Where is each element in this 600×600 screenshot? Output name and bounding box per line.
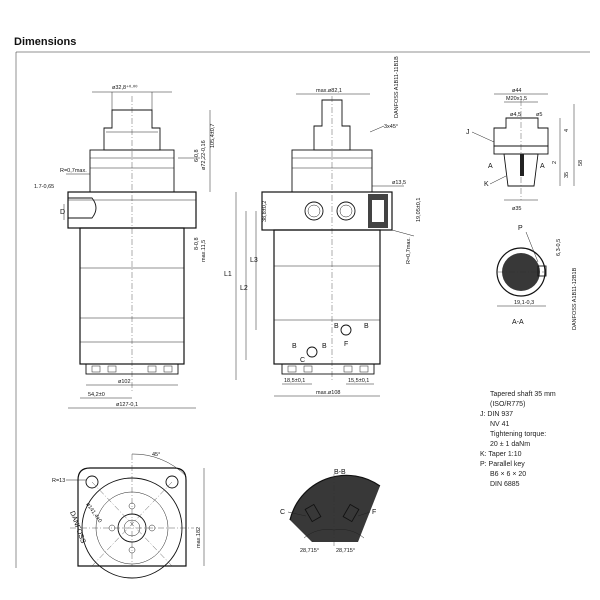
front-bottom-dim-1: ø102 — [118, 379, 131, 385]
section-bb-label: B-B — [334, 469, 346, 476]
shaft-dim-dia45: ø4,5 — [510, 112, 521, 118]
front-bottom-dim-3: ø127-0,1 — [116, 402, 138, 408]
shaft-dim-dia5: ø5 — [536, 112, 542, 118]
page-title: Dimensions — [14, 36, 77, 48]
shaft-detail-view: ø44 M20x1,5 ø4,5 ø5 ø35 J K A A 4 35 58 … — [466, 88, 584, 330]
side-port-f: F — [344, 341, 348, 348]
shaft-bottom-dim: ø35 — [512, 206, 521, 212]
front-dim-right-3: 105,4±0,7 — [210, 124, 216, 148]
front-fillet-radius: R=0,7max. — [60, 168, 87, 174]
shaft-right-dim-2: 2 — [552, 161, 558, 164]
side-right-dim-2: R=0,7max. — [406, 237, 412, 264]
shaft-right-dim-4: 4 — [564, 129, 570, 132]
shaft-dim-dia44: ø44 — [512, 88, 521, 94]
section-aa-label: A-A — [512, 319, 524, 326]
front-tolerance-left: 1.7-0,65 — [34, 184, 54, 190]
front-dim-right-1: 6-0,8 — [194, 149, 200, 162]
spec-line-10: DIN 6885 — [490, 481, 520, 488]
flange-view: 45° R=13 ø141,4±0 DANFOSS max.182 — [52, 452, 205, 579]
side-left-dim-l1: L1 — [224, 271, 232, 278]
flange-side-dim: max.182 — [196, 527, 202, 548]
side-left-dim-1: 38,8±0,2 — [262, 201, 268, 222]
side-bottom-dim-3: max.ø108 — [316, 390, 340, 396]
shaft-key-dim-width: 19,1-0,3 — [514, 300, 534, 306]
side-port-b1: B — [334, 323, 339, 330]
shaft-label-k: K — [484, 181, 489, 188]
front-d-label: D — [60, 209, 65, 216]
side-left-dim-l2: L2 — [240, 285, 248, 292]
spec-line-2: (ISO/R775) — [490, 401, 525, 408]
shaft-marker-a-right: A — [540, 163, 545, 170]
front-dim-right-4: 8-0,8 — [194, 237, 200, 250]
side-stamp: DANFOSS A1B11-11B1B — [394, 56, 400, 118]
spec-line-7: K: Taper 1:10 — [480, 451, 522, 458]
shaft-right-dim-35: 35 — [564, 172, 570, 178]
shaft-key-label-p: P — [518, 225, 523, 232]
spec-line-9: B6 × 6 × 20 — [490, 471, 526, 478]
side-port-c: C — [300, 357, 305, 364]
shaft-dim-thread: M20x1,5 — [506, 96, 527, 102]
shaft-stamp: DANFOSS A1B11-12B1B — [572, 267, 578, 330]
side-port-b4: B — [322, 343, 327, 350]
side-top-dim: max.ø82,1 — [316, 88, 342, 94]
front-dim-right-2: ø72,22-0,16 — [201, 140, 207, 170]
side-port-b3: B — [292, 343, 297, 350]
front-top-dim: ø32,8⁺⁰·⁰⁰ — [112, 84, 138, 91]
side-bottom-dim-2: 15,5±0,1 — [348, 378, 369, 384]
side-bottom-dim-1: 18,5±0,1 — [284, 378, 305, 384]
side-port-b2: B — [364, 323, 369, 330]
section-bb-view: B-B C F 28,715° 28,715° — [280, 469, 381, 554]
spec-line-3: J: DIN 937 — [480, 411, 513, 418]
flange-radius: R=13 — [52, 478, 65, 484]
section-bb-port-c: C — [280, 509, 285, 516]
side-left-dim-l3: L3 — [250, 257, 258, 264]
spec-line-8: P: Parallel key — [480, 461, 525, 468]
side-view: max.ø82,1 DANFOSS A1B11-11B1B 3x45° — [224, 56, 422, 397]
spec-line-5: Tightening torque: — [490, 431, 546, 438]
spec-note-block: Tapered shaft 35 mm (ISO/R775) J: DIN 93… — [480, 391, 556, 488]
front-dim-right-5: max.11,5 — [201, 240, 207, 262]
shaft-right-dim-58: 58 — [578, 160, 584, 166]
spec-line-6: 20 ± 1 daNm — [490, 441, 530, 448]
section-bb-angle-left: 28,715° — [300, 548, 319, 554]
flange-angle: 45° — [152, 452, 160, 458]
side-right-dim-1: 19,05±0,1 — [416, 198, 422, 222]
front-bottom-dim-2: 54,2±0 — [88, 392, 105, 398]
shaft-label-j: J — [466, 129, 470, 136]
section-bb-port-f: F — [372, 509, 376, 516]
spec-line-1: Tapered shaft 35 mm — [490, 391, 556, 398]
flange-bolt-circle: ø141,4±0 — [84, 502, 102, 524]
shaft-marker-a-left: A — [488, 163, 493, 170]
spec-line-4: NV 41 — [490, 421, 510, 428]
shaft-key-dim-height: 6,3-0,5 — [556, 239, 562, 256]
side-port-dia: ø13,5 — [392, 180, 406, 186]
side-chamfer: 3x45° — [384, 124, 398, 130]
section-bb-angle-right: 28,715° — [336, 548, 355, 554]
front-view: ø32,8⁺⁰·⁰⁰ R=0,7max. 1.7-0,65 D — [34, 84, 216, 409]
